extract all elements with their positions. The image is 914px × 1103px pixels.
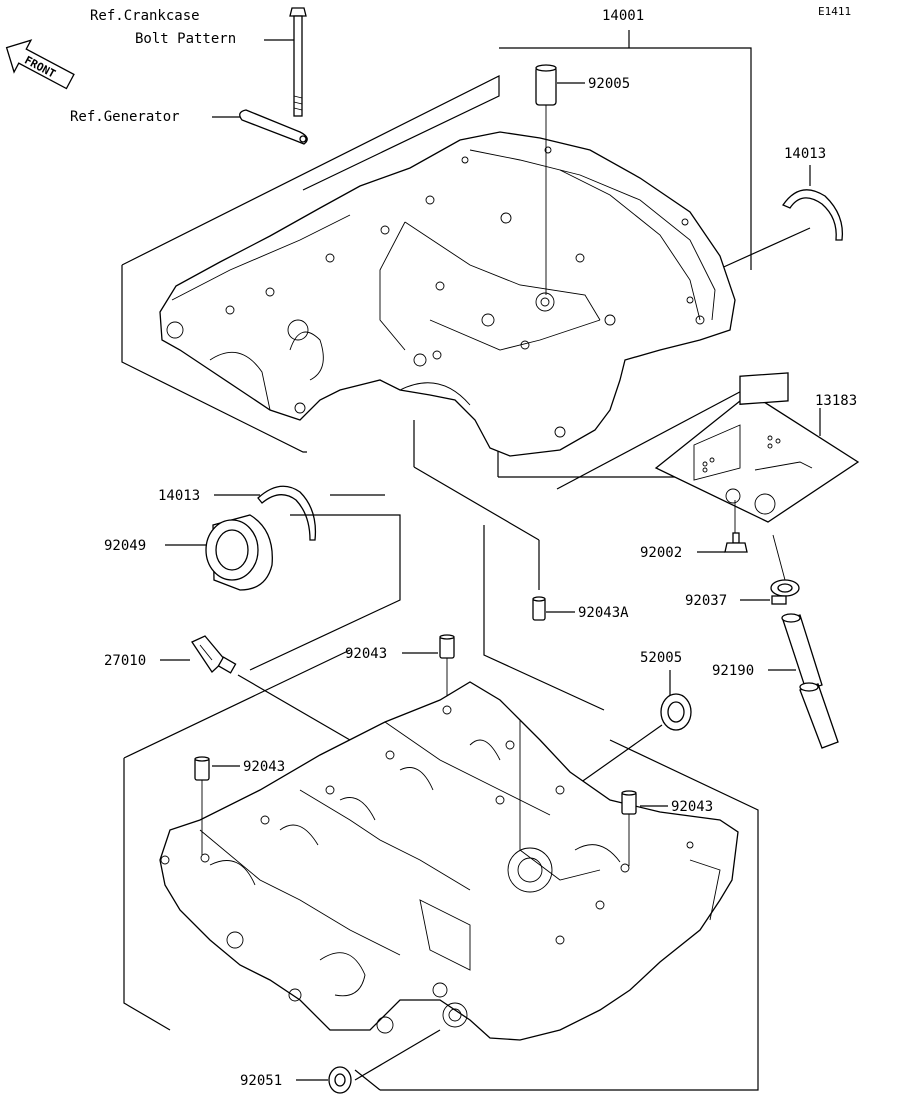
crankcase-bolt	[289, 7, 307, 117]
lower-case-box	[123, 758, 171, 1031]
callout-92049: 92049	[104, 538, 146, 554]
ref-generator: Ref.Generator	[70, 109, 180, 125]
callout-92002: 92002	[640, 545, 682, 561]
part-14013-upper-bearing-shell	[782, 189, 844, 241]
part-27010-switch	[191, 635, 237, 674]
callout-92043-a: 92043	[345, 646, 387, 662]
generator-reference-strap	[239, 109, 308, 145]
part-92190-hose	[781, 613, 839, 749]
part-92051-seal	[328, 1066, 352, 1094]
ref-crankcase-line1: Ref.Crankcase	[90, 8, 200, 24]
upper-crankcase	[159, 131, 736, 457]
part-92005-dowel	[535, 64, 557, 295]
part-92037-clamp	[770, 579, 800, 605]
callout-14013-lower: 14013	[158, 488, 200, 504]
callout-13183: 13183	[815, 393, 857, 409]
part-92049-oil-seal	[205, 514, 273, 591]
callout-92037: 92037	[685, 593, 727, 609]
part-92043-dowel-c	[621, 790, 637, 866]
part-92043A-dowel	[532, 596, 546, 621]
part-14013-lower-bearing-shell	[257, 485, 317, 541]
callout-92190: 92190	[712, 663, 754, 679]
diagram-id: E1411	[818, 5, 851, 18]
callout-92051: 92051	[240, 1073, 282, 1089]
ref-crankcase-line2: Bolt Pattern	[135, 31, 236, 47]
part-92043-dowel-a	[439, 634, 455, 705]
part-92002-bolt	[724, 532, 748, 553]
part-92043-dowel-b	[194, 756, 210, 855]
part-52005-seal	[660, 693, 692, 731]
part-13183-plate	[654, 372, 860, 523]
callout-14001: 14001	[602, 8, 644, 24]
front-arrow-icon: FRONT	[5, 39, 75, 90]
lower-crankcase	[159, 681, 739, 1041]
callout-92043A: 92043A	[578, 605, 629, 621]
callout-92005: 92005	[588, 76, 630, 92]
upper-case-box	[121, 265, 307, 453]
callout-52005: 52005	[640, 650, 682, 666]
callout-27010: 27010	[104, 653, 146, 669]
callout-92043-c: 92043	[671, 799, 713, 815]
callout-92043-b: 92043	[243, 759, 285, 775]
callout-14013-upper: 14013	[784, 146, 826, 162]
